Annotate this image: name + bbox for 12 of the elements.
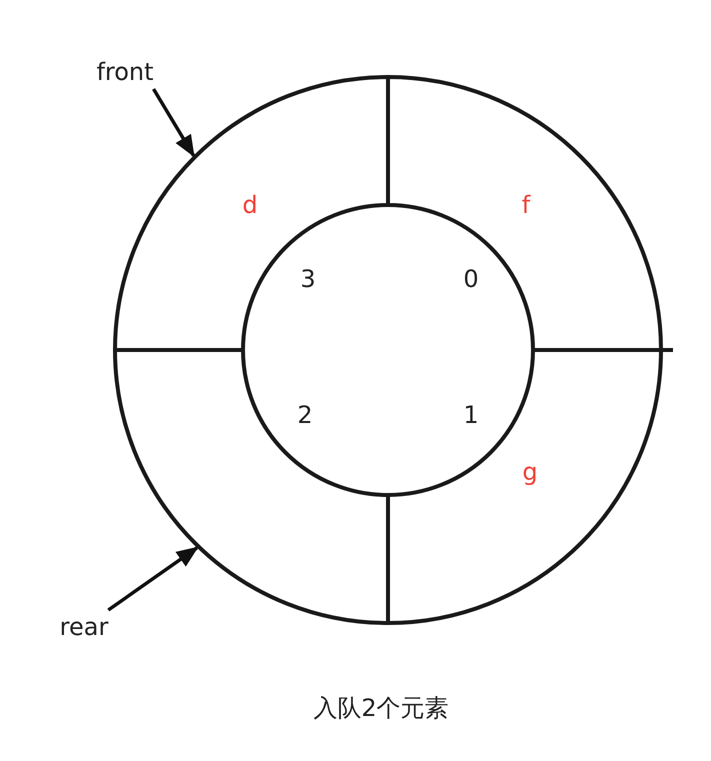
queue-element: g: [522, 458, 538, 486]
slot-index: 0: [463, 265, 479, 293]
arrow: [152, 88, 196, 158]
pointer-label: rear: [60, 613, 108, 641]
queue-element: f: [522, 191, 530, 219]
slot-index: 3: [300, 265, 316, 293]
caption: 入队2个元素: [313, 694, 449, 722]
slot-index: 1: [463, 401, 479, 429]
pointer-label: front: [96, 58, 154, 86]
arrow: [107, 546, 199, 612]
slot-index: 2: [297, 401, 313, 429]
queue-element: d: [242, 191, 258, 219]
